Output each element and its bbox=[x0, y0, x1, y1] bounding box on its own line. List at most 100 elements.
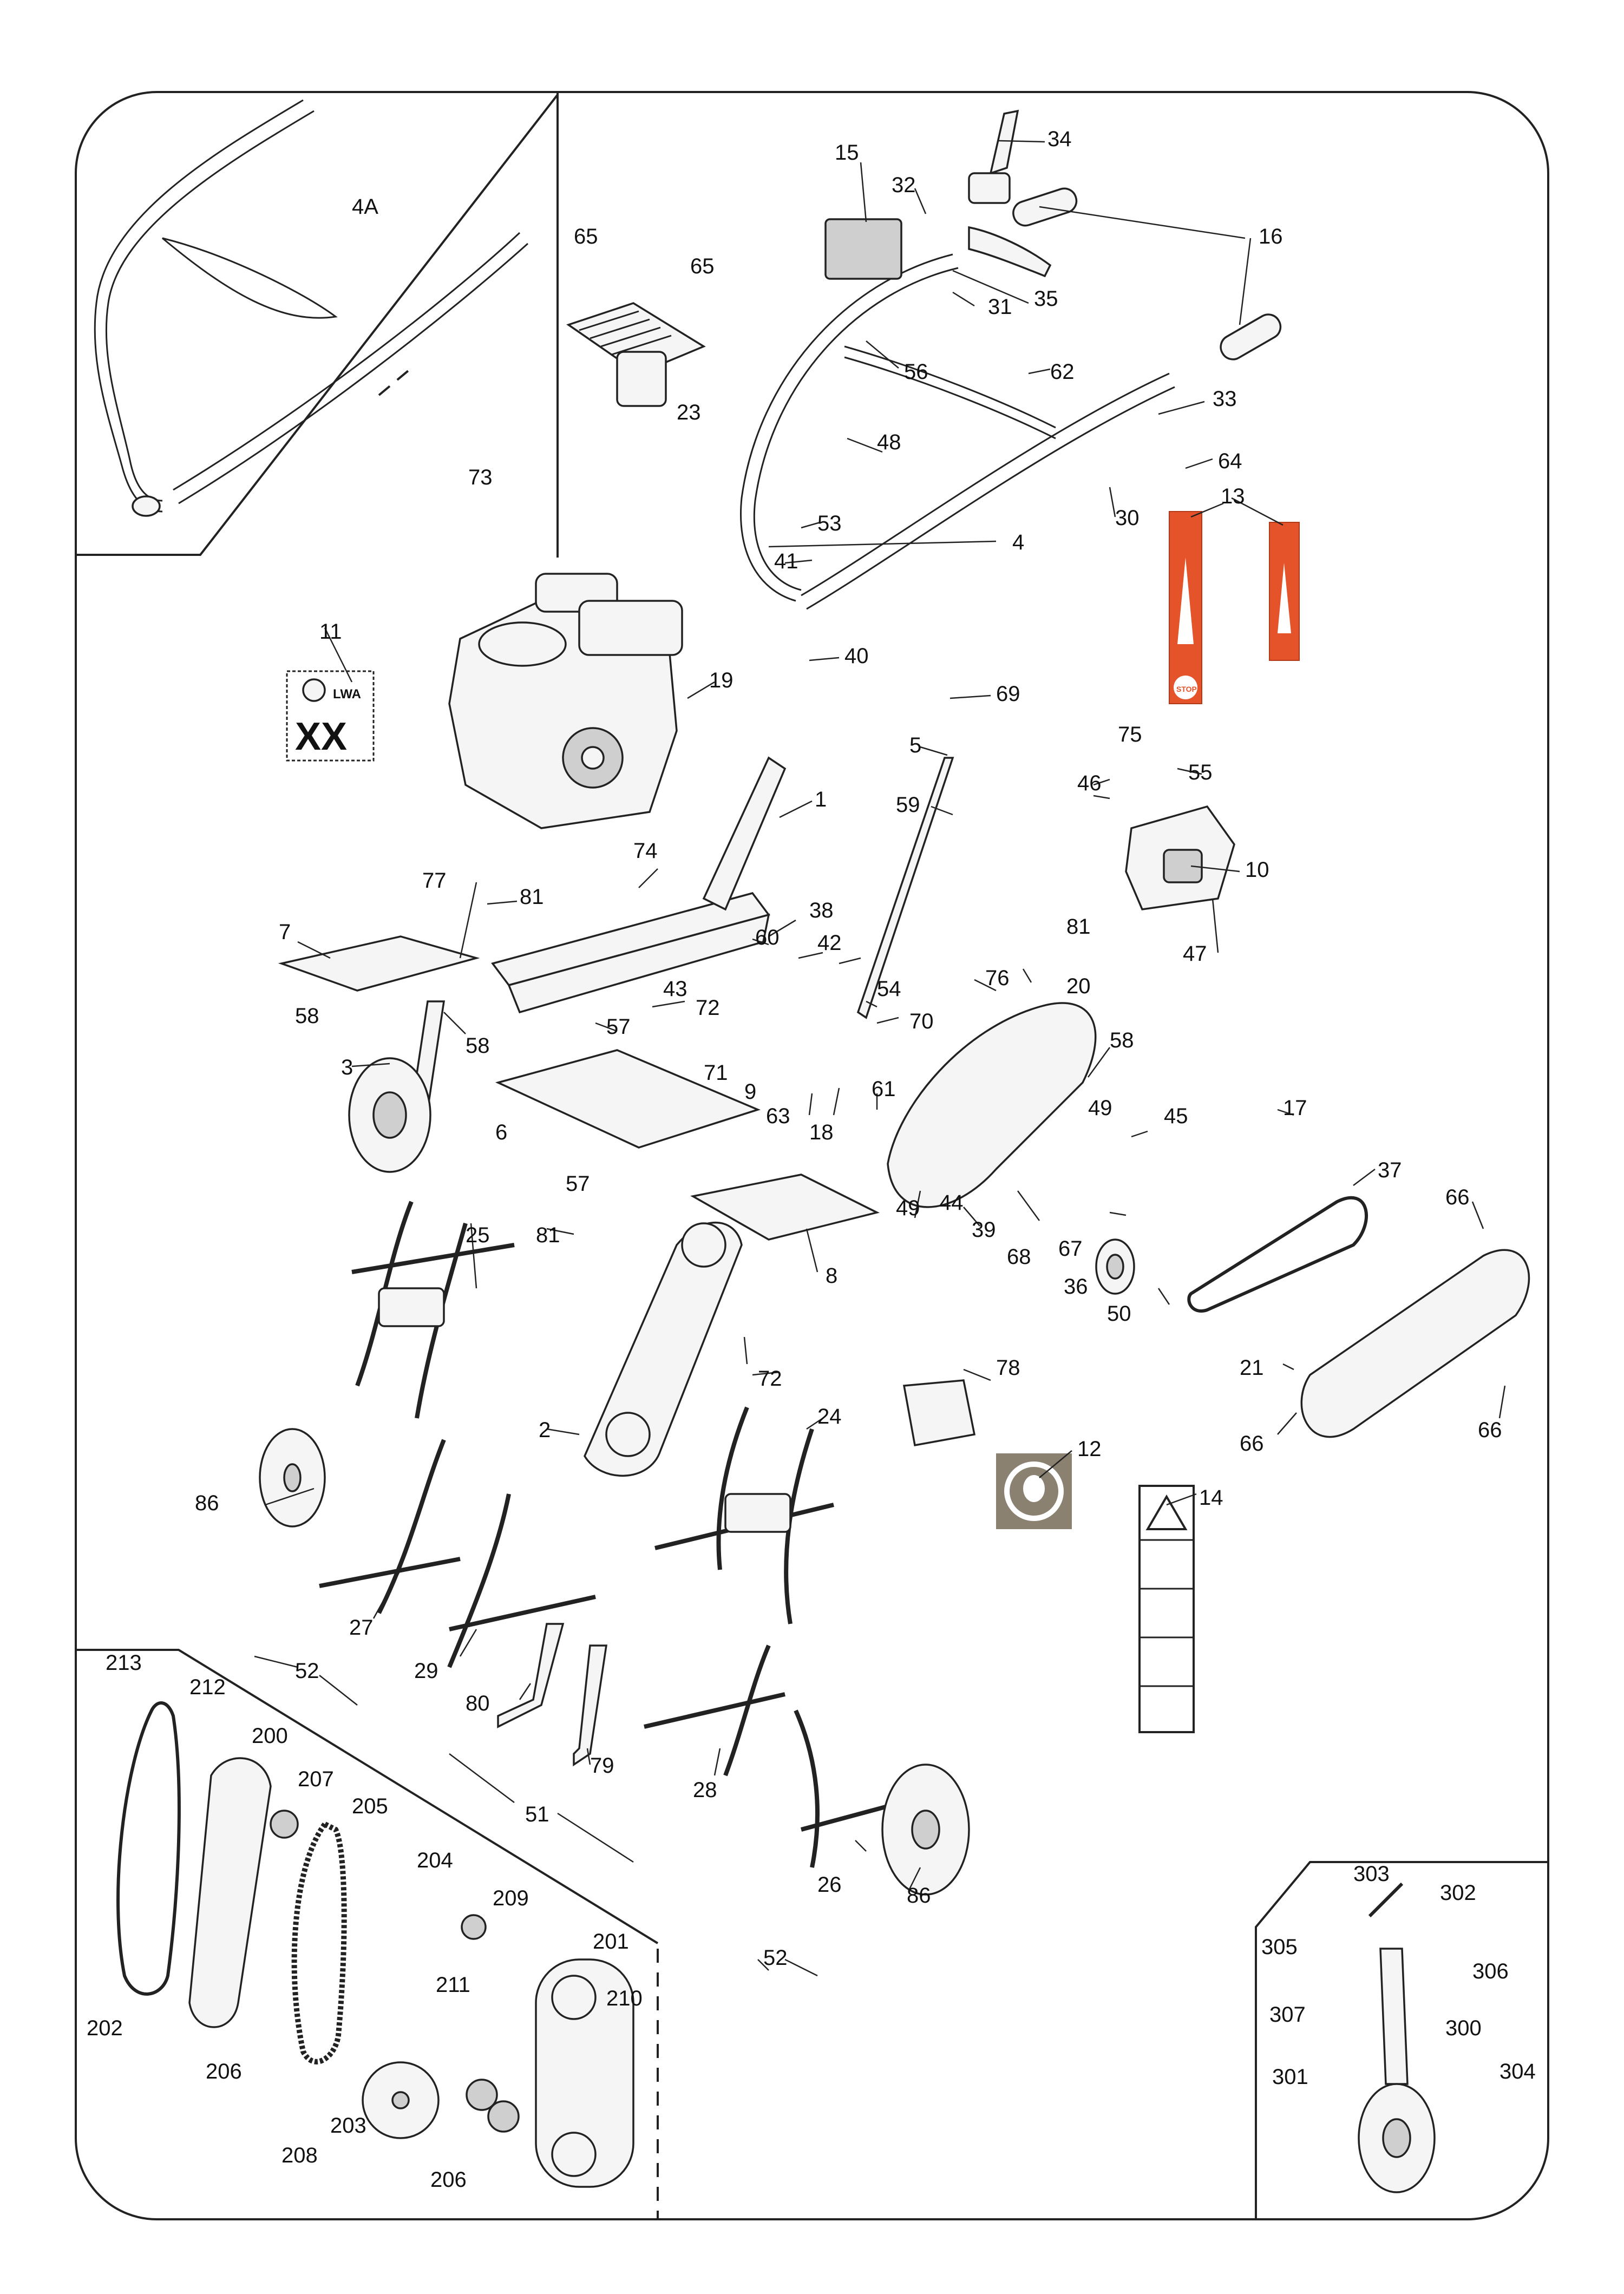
callout-8: 8 bbox=[826, 1264, 837, 1288]
callout-303: 303 bbox=[1353, 1862, 1390, 1886]
levers-34-35 bbox=[968, 109, 1052, 278]
callout-81c: 81 bbox=[536, 1223, 560, 1247]
callout-57b: 57 bbox=[566, 1172, 590, 1196]
callout-12: 12 bbox=[1077, 1437, 1102, 1461]
callout-80: 80 bbox=[466, 1692, 490, 1715]
callout-65a: 65 bbox=[574, 225, 598, 248]
callout-200: 200 bbox=[252, 1724, 288, 1748]
callout-1: 1 bbox=[815, 788, 827, 811]
plate-8 bbox=[690, 1174, 880, 1241]
callout-50: 50 bbox=[1107, 1302, 1131, 1326]
callout-14: 14 bbox=[1199, 1486, 1223, 1510]
bracket-15 bbox=[824, 218, 902, 280]
callout-36: 36 bbox=[1064, 1275, 1088, 1299]
callout-18: 18 bbox=[809, 1120, 834, 1144]
callout-64: 64 bbox=[1218, 449, 1242, 473]
callout-305: 305 bbox=[1261, 1935, 1298, 1959]
callout-209: 209 bbox=[493, 1886, 529, 1910]
callout-61: 61 bbox=[872, 1077, 896, 1101]
inset-300-frame bbox=[1255, 1861, 1548, 2219]
inset-200-parts bbox=[116, 1701, 634, 2188]
warning-label-14 bbox=[1138, 1485, 1195, 1733]
callout-70: 70 bbox=[909, 1010, 934, 1033]
callout-51: 51 bbox=[525, 1803, 549, 1826]
callout-212: 212 bbox=[189, 1675, 226, 1699]
tines bbox=[319, 1201, 943, 1868]
callout-49b: 49 bbox=[896, 1196, 920, 1220]
callout-56: 56 bbox=[904, 360, 928, 384]
callout-47: 47 bbox=[1183, 942, 1207, 966]
callout-81a: 81 bbox=[520, 885, 544, 909]
hardware-bag-78 bbox=[902, 1379, 976, 1447]
callout-73: 73 bbox=[468, 466, 493, 489]
callout-11: 11 bbox=[319, 620, 342, 644]
hearing-protection-sign-12 bbox=[996, 1453, 1072, 1529]
callout-35: 35 bbox=[1034, 287, 1058, 311]
callout-37: 37 bbox=[1378, 1158, 1402, 1182]
handle-4a bbox=[94, 99, 529, 517]
callout-labels: 4A 15 32 34 16 65 65 35 31 56 62 23 33 4… bbox=[87, 127, 1536, 2192]
callout-23: 23 bbox=[677, 401, 701, 424]
callout-307: 307 bbox=[1269, 2003, 1306, 2027]
callout-46: 46 bbox=[1077, 771, 1102, 795]
callout-55: 55 bbox=[1188, 761, 1213, 784]
callout-206b: 206 bbox=[430, 2168, 467, 2192]
wheel-3 bbox=[348, 1000, 446, 1173]
diagram-frame bbox=[75, 91, 1549, 2220]
transmission-10 bbox=[1125, 805, 1235, 910]
grips-16 bbox=[1012, 187, 1282, 361]
callout-4A: 4A bbox=[352, 195, 378, 219]
callout-21: 21 bbox=[1240, 1356, 1264, 1380]
callout-39: 39 bbox=[972, 1218, 996, 1242]
air-filter-guard-23 bbox=[566, 302, 706, 407]
stop-label: STOP bbox=[1176, 685, 1197, 693]
callout-32: 32 bbox=[892, 173, 916, 197]
callout-42: 42 bbox=[817, 931, 842, 955]
callout-54: 54 bbox=[877, 977, 901, 1001]
callout-30: 30 bbox=[1115, 506, 1140, 530]
callout-62: 62 bbox=[1050, 360, 1075, 384]
plate-6 bbox=[495, 1049, 761, 1149]
callout-306: 306 bbox=[1472, 1959, 1509, 1983]
callout-86a: 86 bbox=[195, 1491, 219, 1515]
callout-65b: 65 bbox=[690, 254, 715, 278]
callout-44: 44 bbox=[939, 1191, 964, 1215]
blade-79 bbox=[573, 1644, 608, 1767]
callout-66c: 66 bbox=[1240, 1432, 1264, 1456]
callout-26: 26 bbox=[817, 1873, 842, 1897]
callout-76: 76 bbox=[985, 966, 1010, 990]
callout-203: 203 bbox=[330, 2114, 366, 2138]
inset-200-frame bbox=[76, 1649, 659, 1944]
callout-43: 43 bbox=[663, 977, 687, 1001]
callout-17: 17 bbox=[1283, 1096, 1307, 1120]
callout-204: 204 bbox=[417, 1849, 453, 1872]
callout-19: 19 bbox=[709, 668, 734, 692]
callout-207: 207 bbox=[298, 1767, 334, 1791]
callout-34: 34 bbox=[1047, 127, 1072, 151]
callout-68: 68 bbox=[1007, 1245, 1031, 1269]
blade-80 bbox=[497, 1623, 565, 1728]
callout-304: 304 bbox=[1499, 2060, 1536, 2083]
depth-stick-5 bbox=[856, 757, 954, 1019]
callout-49a: 49 bbox=[1088, 1096, 1112, 1120]
inset-300-parts bbox=[1358, 1882, 1436, 2193]
callout-75: 75 bbox=[1118, 723, 1142, 746]
callout-40: 40 bbox=[844, 644, 869, 668]
callout-48: 48 bbox=[877, 430, 901, 454]
leader-lines bbox=[254, 140, 1506, 1977]
callout-213: 213 bbox=[106, 1651, 142, 1675]
callout-63: 63 bbox=[766, 1104, 790, 1128]
callout-66a: 66 bbox=[1445, 1185, 1470, 1209]
callout-301: 301 bbox=[1272, 2065, 1308, 2089]
callout-25: 25 bbox=[466, 1223, 490, 1247]
callout-59: 59 bbox=[896, 793, 920, 817]
callout-9: 9 bbox=[744, 1080, 756, 1104]
callout-38: 38 bbox=[809, 899, 834, 922]
callout-13: 13 bbox=[1221, 484, 1245, 508]
callout-24: 24 bbox=[817, 1405, 842, 1428]
callout-81b: 81 bbox=[1066, 915, 1091, 939]
callout-67: 67 bbox=[1058, 1237, 1083, 1261]
throttle-labels-13: STOP bbox=[1169, 511, 1300, 704]
xx-text: XX bbox=[295, 715, 347, 758]
